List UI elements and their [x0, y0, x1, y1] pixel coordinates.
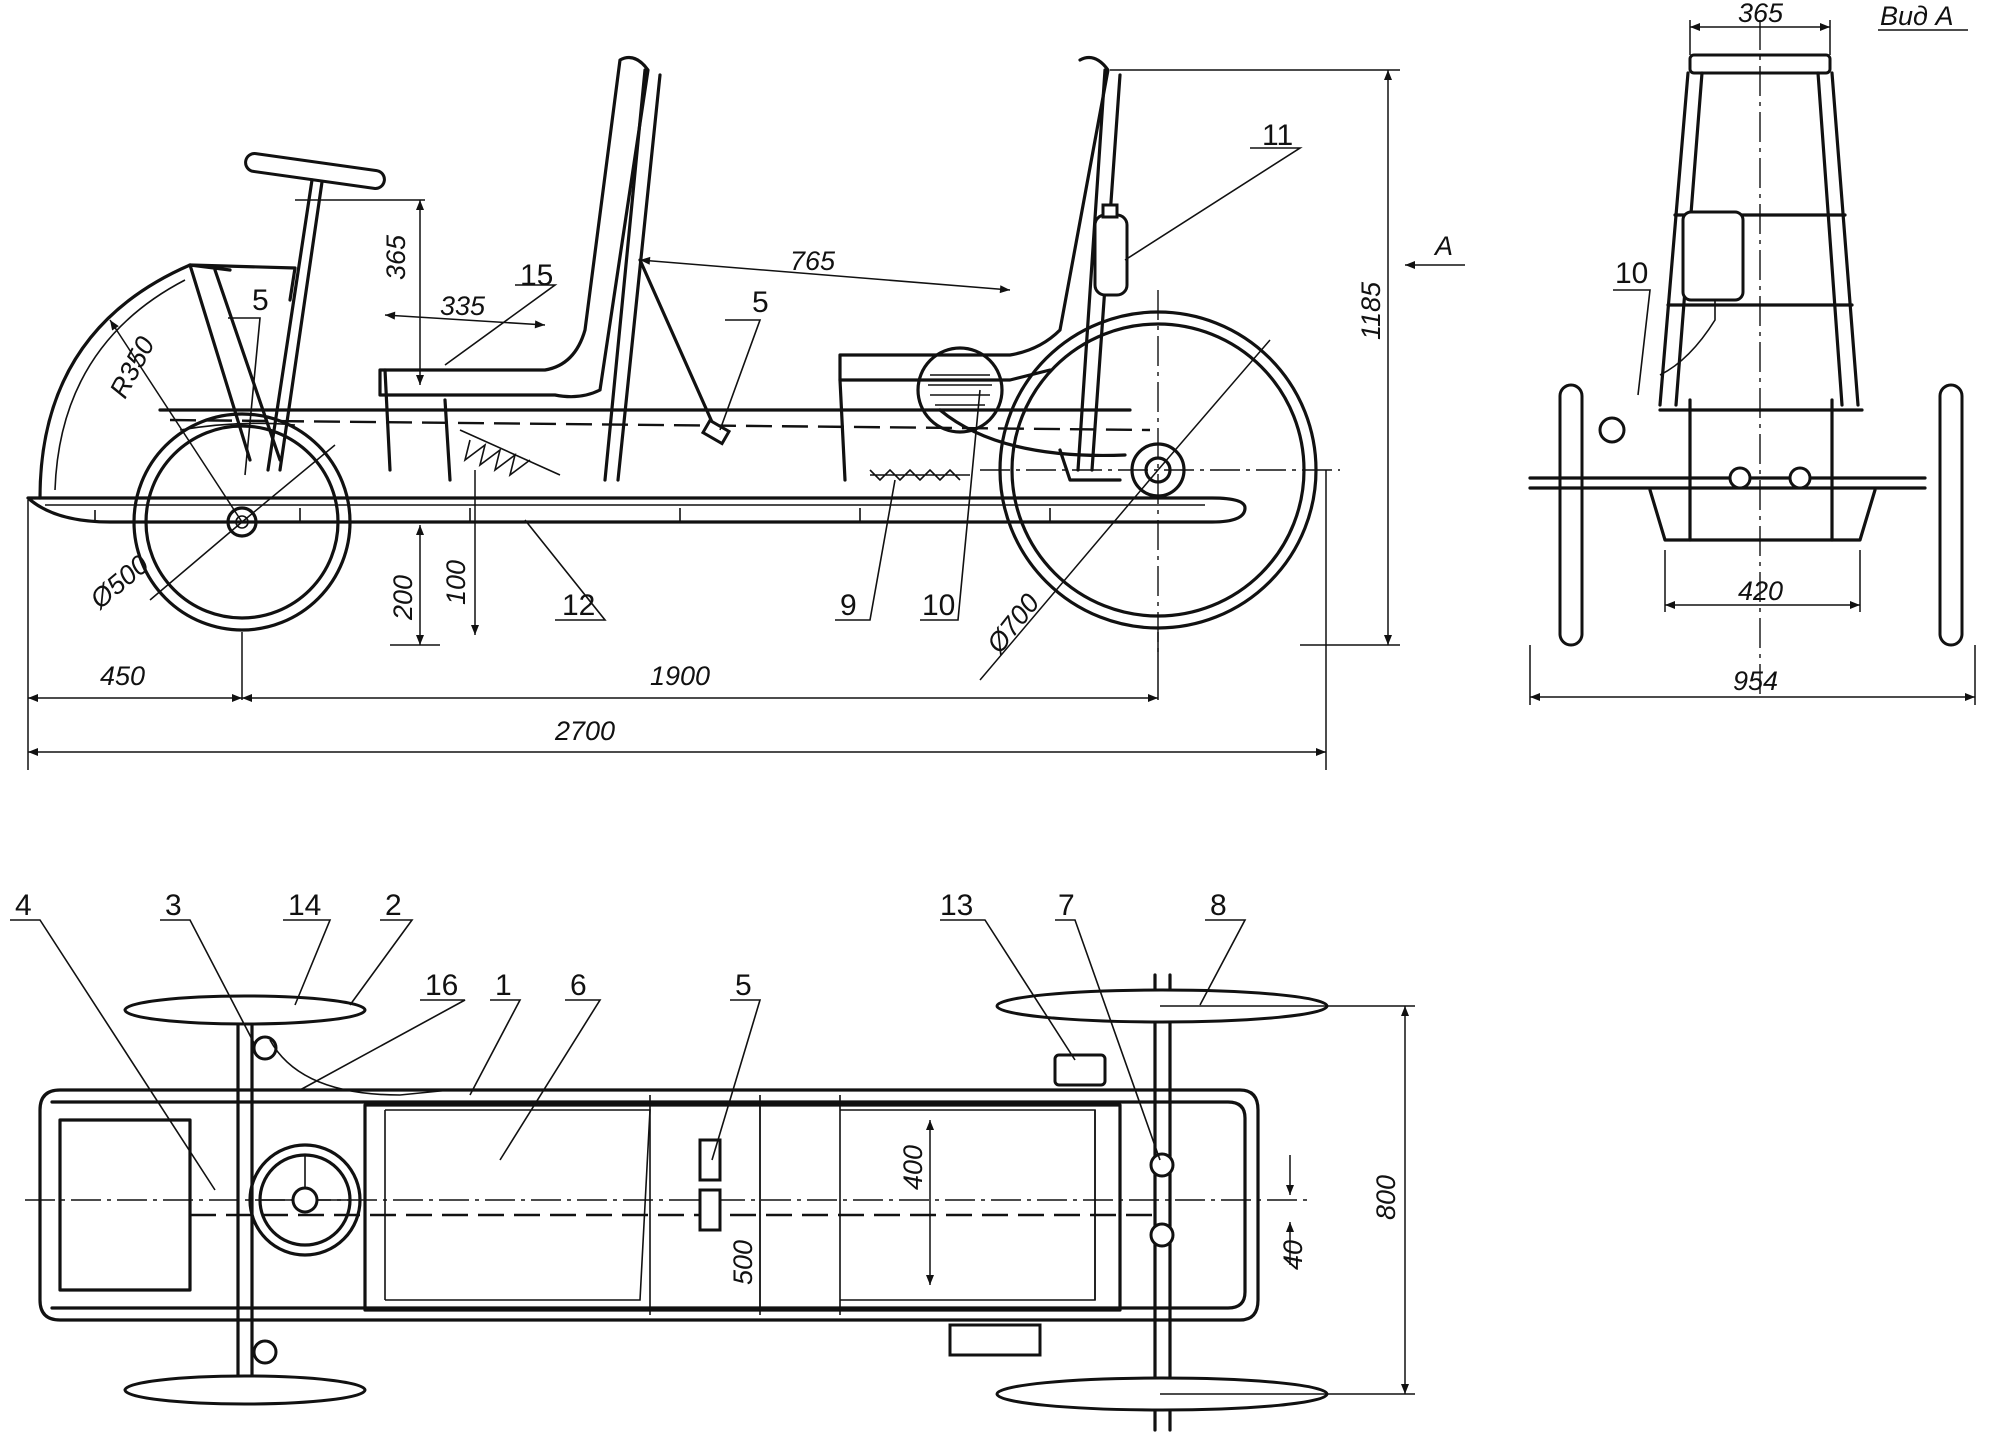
dim-frame-width-top: 500	[728, 1240, 758, 1285]
part-label: 13	[940, 889, 973, 922]
side-dimensions	[27, 69, 1465, 770]
part-label: 11	[1262, 119, 1293, 152]
dim-steering-height: 365	[381, 234, 411, 280]
part-label: 3	[165, 889, 182, 922]
front-fender	[38, 263, 232, 500]
part-label: 2	[385, 889, 402, 922]
dim-track-width: 954	[1733, 666, 1778, 696]
part-label: 4	[15, 889, 32, 922]
top-view: 400 500 40 800 4 3 14 2 16 1 6 5 13 7 8	[10, 889, 1415, 1432]
part-label: 12	[562, 589, 595, 622]
dim-seat-spacing: 765	[790, 246, 836, 276]
dim-wheelbase: 1900	[650, 661, 710, 691]
view-arrow-label: A	[1433, 231, 1453, 261]
part-label: 15	[520, 259, 553, 292]
part-label: 5	[752, 286, 769, 319]
dim-front-wheel-dia: Ø500	[84, 549, 155, 615]
dim-frame-width: 420	[1738, 576, 1783, 606]
dim-ground-clearance: 200	[388, 575, 418, 621]
part-label: 14	[288, 889, 321, 922]
side-callouts	[228, 147, 1303, 621]
dim-seat-clearance: 100	[441, 560, 471, 605]
front-wheel	[132, 412, 352, 632]
part-label: 8	[1210, 889, 1227, 922]
dim-seat-width: 400	[898, 1145, 928, 1190]
engine	[916, 346, 1127, 482]
view-a-title: Вид A	[1880, 1, 1953, 31]
dim-fender-radius: R350	[104, 332, 161, 403]
part-label: 16	[425, 969, 458, 1002]
part-label: 5	[252, 284, 269, 317]
dim-front-overhang: 450	[100, 661, 145, 691]
dim-offset: 40	[1278, 1240, 1308, 1270]
rear-seat	[838, 56, 1129, 482]
chassis-frame	[26, 408, 1247, 524]
part-label: 1	[495, 969, 512, 1002]
part-label: 10	[922, 589, 955, 622]
rear-wheel	[980, 290, 1340, 655]
view-a: Вид A 365 420 954 10	[1528, 0, 1976, 705]
part-label: 10	[1615, 257, 1648, 290]
steering-assembly	[179, 152, 386, 472]
dim-overall-width: 800	[1371, 1175, 1401, 1220]
dim-overall-length: 2700	[554, 716, 615, 746]
part-label: 7	[1058, 889, 1075, 922]
dim-seat-length: 335	[440, 291, 486, 321]
dim-overall-height: 1185	[1356, 281, 1386, 340]
part-label: 9	[840, 589, 857, 622]
dim-rear-wheel-dia: Ø700	[980, 588, 1045, 659]
dim-top-width: 365	[1738, 0, 1784, 28]
part-label: 5	[735, 969, 752, 1002]
top-callouts	[10, 919, 1247, 1191]
pedal	[700, 418, 732, 446]
part-label: 6	[570, 969, 587, 1002]
side-view: Ø500 R350 450 1900 2700 365 335 765 200 …	[26, 56, 1465, 770]
